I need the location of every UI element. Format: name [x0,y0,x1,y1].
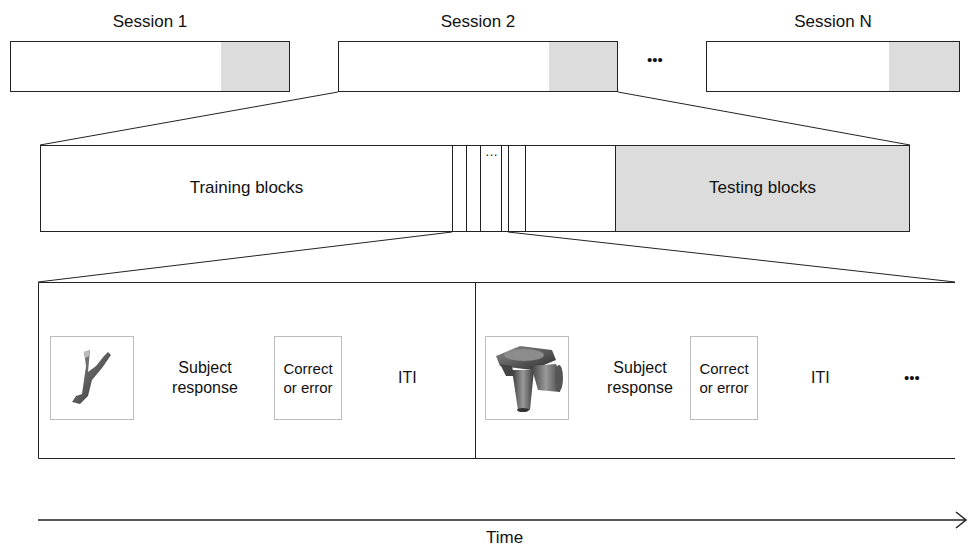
step-label: ITI [398,368,417,388]
session-box: Session N [706,41,960,92]
session-title: Session N [707,12,959,32]
feedback-box: Correct or error [274,336,342,420]
trial-frame [39,282,956,459]
step-label: ITI [811,368,830,388]
stimulus-image [486,337,569,420]
session-box: Session 1 [10,41,290,92]
step-label: Subject response [160,358,250,398]
testing-region: Testing blocks [616,146,909,231]
ellipsis-dots: ••• [647,51,663,70]
block-bar [41,145,911,232]
ellipsis-dots: … [485,144,498,160]
axis-label: Time [486,527,523,548]
session-box: Session 2 [338,41,618,92]
ellipsis-dots: ••• [904,369,920,388]
time-arrow [38,512,966,528]
session-title: Session 1 [11,12,289,32]
block-label: Training blocks [190,178,304,198]
feedback-text: Correct or error [280,359,336,398]
block-label: Testing blocks [709,178,816,198]
session-title: Session 2 [339,12,617,32]
training-region: Training blocks [41,146,452,231]
zoom-lines [38,92,955,282]
stimulus-image [51,337,134,420]
feedback-text: Correct or error [696,359,752,398]
step-label: Subject response [595,358,685,398]
feedback-box: Correct or error [690,336,758,420]
